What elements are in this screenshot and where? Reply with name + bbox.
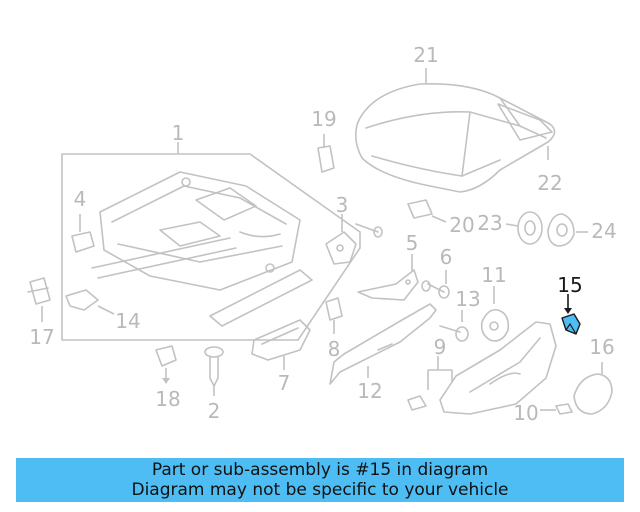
plate-part-11[interactable] [480, 286, 510, 342]
side-cover-part-7[interactable] [251, 319, 311, 370]
callout-14: 14 [115, 309, 140, 333]
callout-24: 24 [591, 219, 616, 243]
recliner-part-3[interactable] [325, 214, 383, 265]
bracket-part-19[interactable] [317, 134, 335, 173]
callout-16: 16 [589, 335, 614, 359]
callout-3: 3 [336, 193, 349, 217]
cushion-trim-part-22[interactable] [497, 103, 553, 160]
callout-11: 11 [481, 263, 506, 287]
clip-part-4[interactable] [71, 214, 95, 253]
bolt-part-6[interactable] [421, 270, 450, 299]
callout-19: 19 [311, 107, 336, 131]
callout-4: 4 [74, 187, 87, 211]
rod-part-12[interactable] [329, 303, 437, 385]
callout-2: 2 [208, 399, 221, 423]
banner-line-2: Diagram may not be specific to your vehi… [131, 480, 509, 500]
knob-part-16[interactable] [573, 362, 613, 415]
side-shield-part-9[interactable] [407, 321, 557, 415]
callout-13: 13 [455, 287, 480, 311]
knob-part-23[interactable] [505, 211, 543, 245]
callout-7: 7 [278, 371, 291, 395]
callout-1: 1 [172, 121, 185, 145]
screw-part-2[interactable] [204, 346, 224, 396]
callout-21: 21 [413, 43, 438, 67]
callout-8: 8 [328, 337, 341, 361]
callout-22: 22 [537, 171, 562, 195]
bolt-part-13[interactable] [439, 310, 469, 342]
callout-18: 18 [155, 387, 180, 411]
callout-5: 5 [406, 231, 419, 255]
screw-part-10[interactable] [540, 403, 573, 415]
callout-17: 17 [29, 325, 54, 349]
banner-line-1: Part or sub-assembly is #15 in diagram [151, 460, 489, 480]
link-part-5[interactable] [357, 254, 419, 301]
callout-10: 10 [513, 401, 538, 425]
clip-part-8[interactable] [325, 297, 343, 334]
cover-part-14[interactable] [65, 289, 115, 315]
bracket-part-17[interactable] [27, 277, 51, 322]
knob-part-24[interactable] [547, 213, 588, 247]
callout-6: 6 [440, 245, 453, 269]
callout-23: 23 [477, 211, 502, 235]
bracket-part-20[interactable] [407, 199, 447, 223]
callout-12: 12 [357, 379, 382, 403]
seat-cushion-part-21[interactable] [354, 68, 556, 193]
info-banner: Part or sub-assembly is #15 in diagram D… [16, 458, 624, 502]
callout-15: 15 [557, 273, 582, 297]
callout-20: 20 [449, 213, 474, 237]
seat-frame-part-1[interactable] [61, 142, 361, 341]
highlighted-part-15[interactable] [561, 294, 581, 335]
callout-9: 9 [434, 335, 447, 359]
clip-part-18[interactable] [155, 345, 177, 384]
